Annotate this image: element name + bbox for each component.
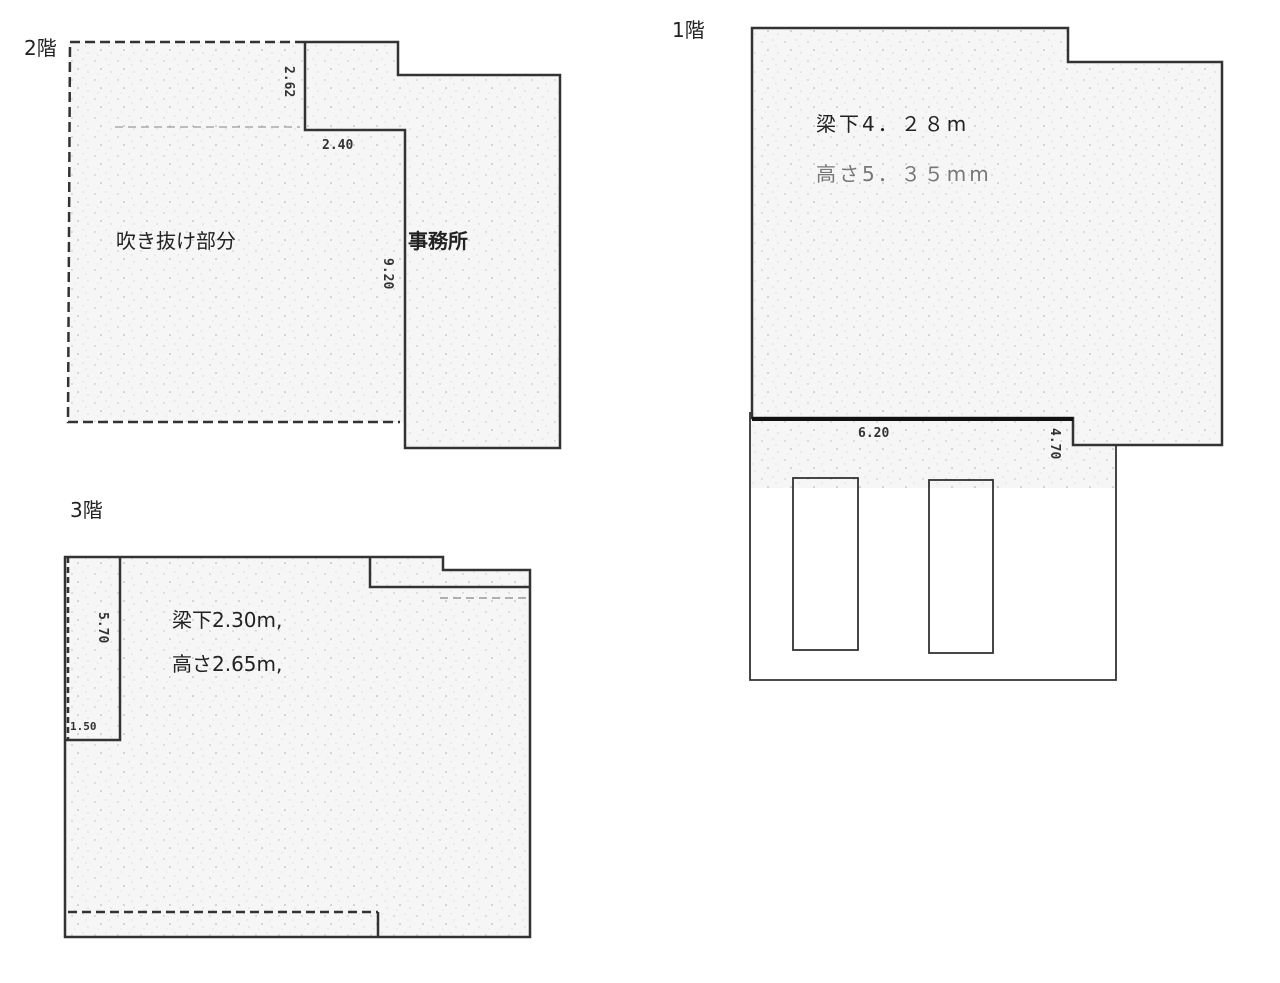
floor3-height: 高さ2.65m, bbox=[172, 652, 283, 676]
floor2-plan bbox=[66, 40, 562, 450]
parking-space-1 bbox=[792, 477, 859, 651]
parking-space-2 bbox=[928, 479, 994, 654]
dim-6-20: 6.20 bbox=[858, 426, 890, 441]
dim-1-50: 1.50 bbox=[70, 720, 97, 733]
floor1-height: 高さ5．３５mm bbox=[816, 162, 992, 186]
floor1-plan bbox=[749, 26, 1224, 681]
floor2-title: 2階 bbox=[24, 36, 57, 60]
floor3-beam-clearance: 梁下2.30m, bbox=[172, 608, 283, 632]
void-label: 吹き抜け部分 bbox=[116, 229, 236, 253]
dim-5-70: 5.70 bbox=[95, 612, 110, 644]
office-label: 事務所 bbox=[408, 229, 468, 253]
floor3-plan bbox=[63, 555, 532, 939]
floor1-title: 1階 bbox=[672, 18, 705, 42]
floor3-title: 3階 bbox=[70, 498, 103, 522]
dim-9-20: 9.20 bbox=[380, 258, 395, 290]
floor1-beam-clearance: 梁下4．２８m bbox=[816, 112, 970, 136]
dim-2-62: 2.62 bbox=[281, 66, 296, 98]
dim-4-70: 4.70 bbox=[1047, 428, 1062, 460]
dim-2-40: 2.40 bbox=[322, 138, 354, 153]
